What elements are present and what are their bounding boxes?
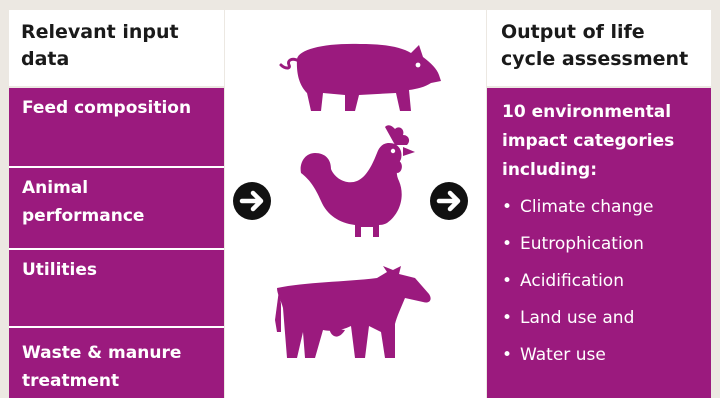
bullet-icon: • (502, 234, 513, 254)
bullet-label: Climate change (520, 197, 654, 217)
input-item-feed-composition: Feed composition (9, 88, 224, 166)
input-data-panel: Relevant input data Feed composition Ani… (9, 10, 224, 398)
input-item-animal-performance: Animal performance (9, 168, 224, 248)
bullet-icon: • (502, 271, 513, 291)
bullet-icon: • (502, 197, 513, 217)
impact-categories-heading: 10 environmental impact categories inclu… (502, 102, 675, 180)
input-item-utilities: Utilities (9, 250, 224, 326)
bullet-label: Eutrophication (520, 234, 644, 254)
list-item: • Land use and (502, 300, 701, 337)
divider (9, 248, 224, 250)
bullet-label: Water use (520, 345, 606, 365)
pig-icon (279, 43, 441, 111)
list-item: • Climate change (502, 189, 701, 226)
arrow-right-icon (233, 182, 271, 220)
list-item: • Water use (502, 337, 701, 374)
list-item: • Acidification (502, 263, 701, 300)
input-data-title: Relevant input data (21, 21, 179, 70)
lca-output-title: Output of life cycle assessment (501, 21, 689, 70)
animals-panel (225, 10, 486, 398)
input-item-waste-manure: Waste & manure treatment (9, 328, 224, 398)
arrow-right-icon (430, 182, 468, 220)
input-item-label: Utilities (22, 260, 98, 280)
impact-categories-box: 10 environmental impact categories inclu… (487, 88, 711, 398)
bullet-icon: • (502, 308, 513, 328)
input-item-label: Feed composition (22, 98, 192, 118)
divider (9, 166, 224, 168)
bullet-label: Land use and (520, 308, 635, 328)
impact-categories-list: • Climate change • Eutrophication • Acidifi… (502, 189, 701, 374)
input-item-label: Animal performance (22, 178, 145, 226)
list-item: • Eutrophication (502, 226, 701, 263)
lca-output-header: Output of life cycle assessment (487, 10, 711, 86)
input-item-label: Waste & manure treatment (22, 343, 182, 391)
input-data-header: Relevant input data (9, 10, 224, 86)
divider (9, 326, 224, 328)
rooster-icon (300, 125, 415, 237)
bullet-label: Acidification (520, 271, 624, 291)
cow-icon (275, 266, 431, 358)
lca-output-panel: Output of life cycle assessment 10 envir… (487, 10, 711, 398)
bullet-icon: • (502, 345, 513, 365)
